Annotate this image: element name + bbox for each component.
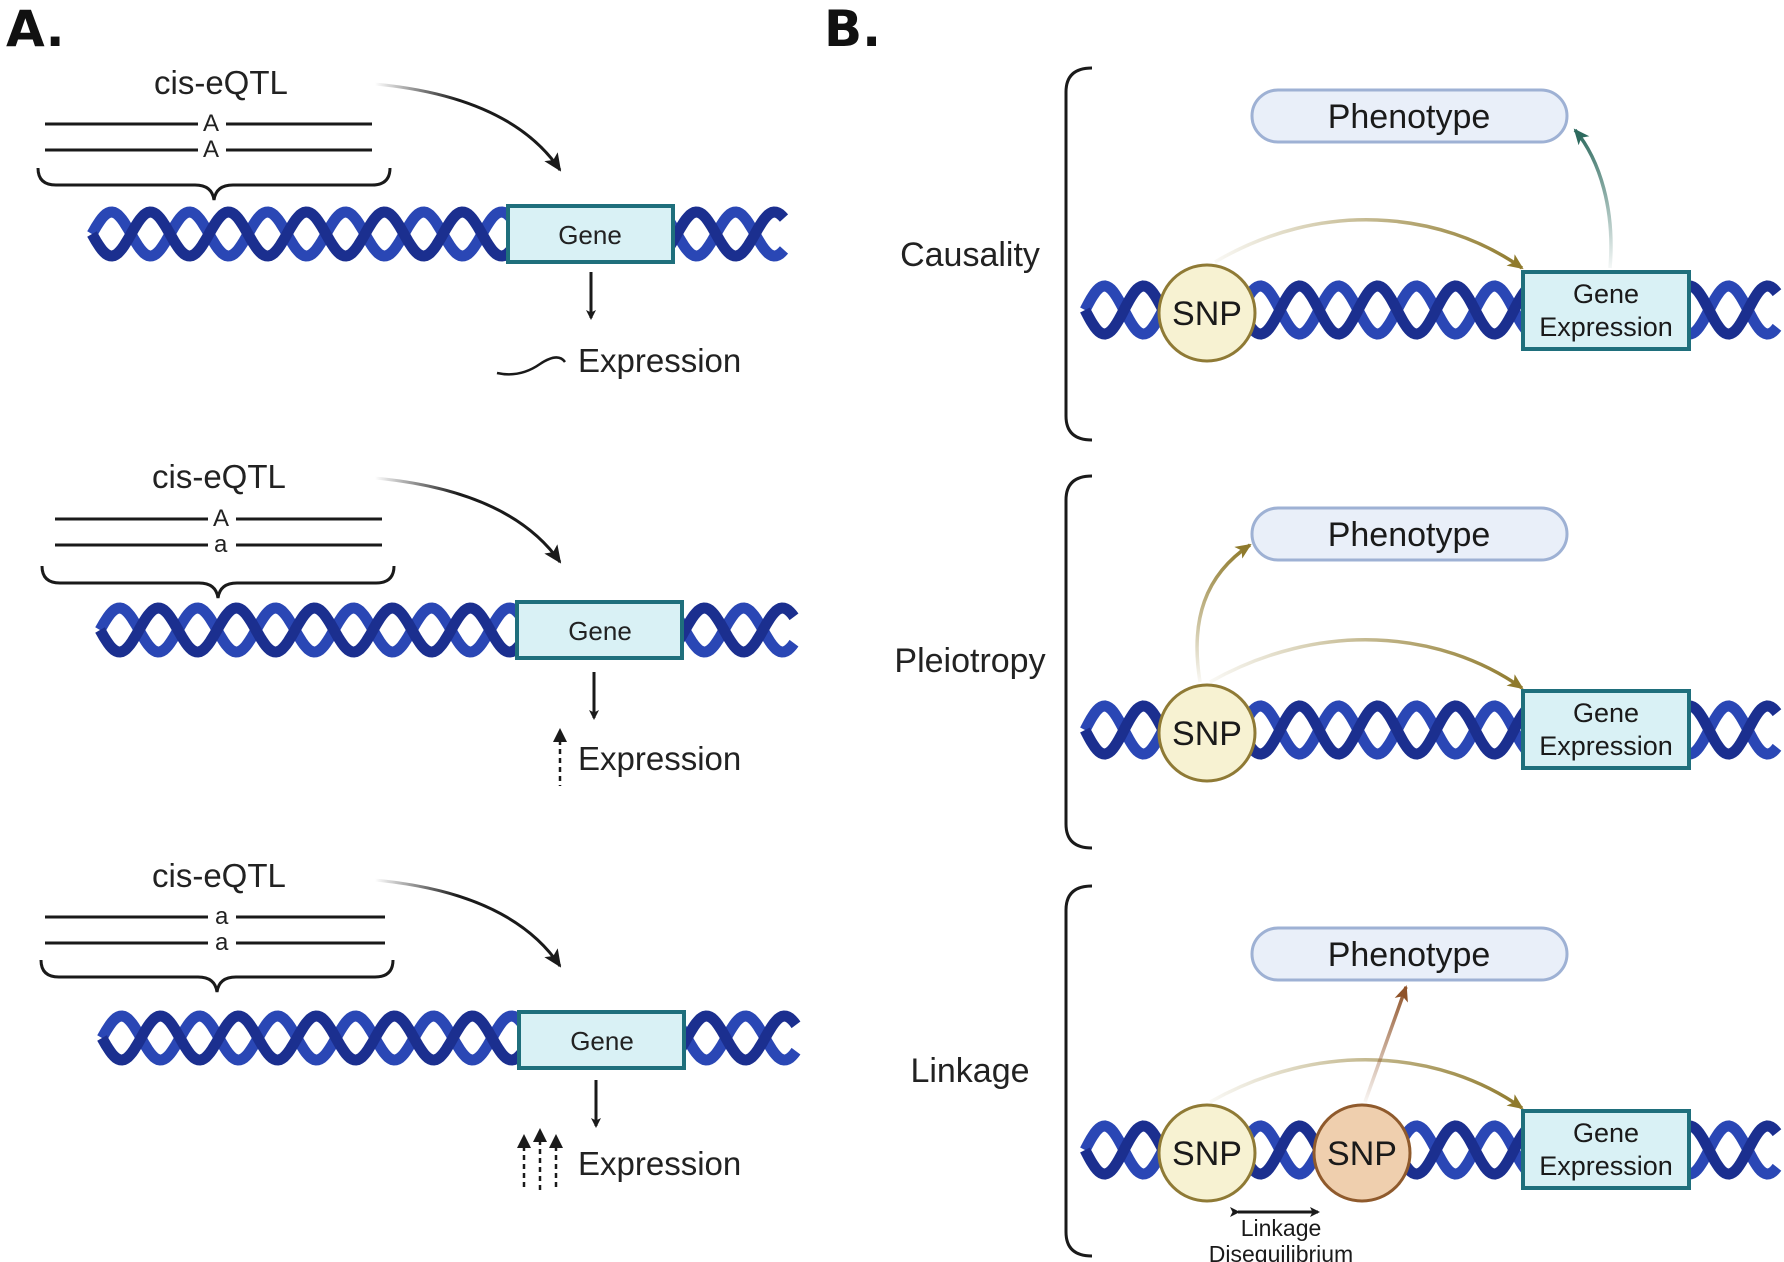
model-label: Pleiotropy xyxy=(894,642,1045,680)
gene-label: Gene xyxy=(558,220,622,250)
curly-brace xyxy=(39,959,395,993)
up-arrow-icon xyxy=(517,1134,531,1148)
left-bracket xyxy=(1064,474,1093,850)
phenotype-box xyxy=(1250,506,1569,562)
snp-label: SNP xyxy=(1172,1135,1242,1173)
chromosome-pair: a a xyxy=(45,903,385,956)
phenotype-label: Phenotype xyxy=(1328,98,1491,136)
gene-expression-label-line1: Gene xyxy=(1573,698,1639,728)
expression-label: Expression xyxy=(578,342,741,379)
gene-expression-label-line2: Expression xyxy=(1539,312,1673,342)
expression-label: Expression xyxy=(578,740,741,777)
allele-top: a xyxy=(215,903,229,930)
snp-circle xyxy=(1157,263,1257,363)
snp-to-gene-arrow xyxy=(1209,638,1524,690)
phenotype-label: Phenotype xyxy=(1328,936,1491,974)
model-row-linkage: Linkage Phenotype SNP SNP Gene Expressio… xyxy=(910,884,1782,1262)
cis-eqtl-label: cis-eQTL xyxy=(152,857,286,894)
model-row-pleiotropy: Pleiotropy Phenotype SNP Gene Expression xyxy=(894,474,1782,850)
gene-box xyxy=(506,204,675,264)
panel-a: cis-eQTL A A Gene Expression cis-eQTL xyxy=(36,64,801,1190)
expression-increase-indicator xyxy=(553,728,567,786)
allele-top: A xyxy=(213,505,229,532)
phenotype-box xyxy=(1250,88,1569,144)
allele-bottom: a xyxy=(214,531,228,558)
ld-label-line1: Linkage xyxy=(1241,1215,1322,1241)
chromosome-pair: A a xyxy=(55,505,382,558)
snp-circle xyxy=(1157,1103,1257,1203)
dna-helix xyxy=(87,206,789,262)
expression-label: Expression xyxy=(578,1145,741,1182)
snp-circle xyxy=(1157,683,1257,783)
snp-to-phenotype-arrow xyxy=(1195,543,1252,683)
left-bracket xyxy=(1064,884,1093,1258)
phenotype-label: Phenotype xyxy=(1328,516,1491,554)
snp-label: SNP xyxy=(1172,715,1242,753)
gene-expression-box xyxy=(1521,1109,1691,1190)
gene-to-phenotype-arrow xyxy=(1573,128,1613,269)
mrna-squiggle-icon xyxy=(496,356,567,376)
panel-b: Causality Phenotype SNP Gene Expression … xyxy=(894,66,1782,1262)
allele-bottom: A xyxy=(203,136,219,163)
eqtl-row-aa-heterozygous: cis-eQTL A a Gene Expression xyxy=(40,458,799,786)
allele-bottom: a xyxy=(215,929,229,956)
cis-eqtl-label: cis-eQTL xyxy=(152,458,286,495)
linked-snp-circle xyxy=(1312,1103,1412,1203)
gene-expression-label-line2: Expression xyxy=(1539,731,1673,761)
regulation-arrow xyxy=(374,82,562,172)
cis-eqtl-label: cis-eQTL xyxy=(154,64,288,101)
up-arrow-icon xyxy=(553,728,567,742)
allele-top: A xyxy=(203,110,219,137)
dna-helix xyxy=(97,1010,801,1066)
model-label: Causality xyxy=(900,236,1040,274)
left-bracket xyxy=(1064,66,1093,442)
gene-expression-label-line1: Gene xyxy=(1573,279,1639,309)
gene-expression-box xyxy=(1521,270,1691,351)
linked-snp-label: SNP xyxy=(1327,1135,1397,1173)
up-arrow-icon xyxy=(549,1134,563,1148)
panel-b-letter: B. xyxy=(824,0,881,58)
curly-brace xyxy=(40,565,396,599)
snp-label: SNP xyxy=(1172,295,1242,333)
gene-expression-box xyxy=(1521,689,1691,770)
chromosome-pair: A A xyxy=(45,110,372,163)
panel-a-letter: A. xyxy=(6,0,65,58)
gene-label: Gene xyxy=(568,616,632,646)
eqtl-row-aa-homozygous: cis-eQTL A A Gene Expression xyxy=(36,64,789,379)
expression-increase-indicator xyxy=(517,1128,563,1190)
gene-box xyxy=(517,1010,686,1070)
snp-to-phenotype-arrow xyxy=(1363,985,1408,1103)
regulation-arrow xyxy=(374,476,562,564)
gene-expression-label-line2: Expression xyxy=(1539,1151,1673,1181)
gene-label: Gene xyxy=(570,1026,634,1056)
model-label: Linkage xyxy=(910,1052,1029,1090)
phenotype-box xyxy=(1250,926,1569,982)
gene-expression-label-line1: Gene xyxy=(1573,1118,1639,1148)
snp-to-gene-arrow xyxy=(1214,218,1524,270)
ld-label-line2: Disequilibrium xyxy=(1209,1241,1353,1262)
snp-to-gene-arrow xyxy=(1209,1058,1524,1110)
eqtl-row-aa-homozygous-minor: cis-eQTL a a Gene Expression xyxy=(39,857,801,1190)
model-row-causality: Causality Phenotype SNP Gene Expression xyxy=(900,66,1782,442)
up-arrow-icon xyxy=(533,1128,547,1142)
regulation-arrow xyxy=(374,878,562,968)
gene-box xyxy=(515,600,684,660)
curly-brace xyxy=(36,167,392,201)
dna-helix xyxy=(95,602,799,658)
